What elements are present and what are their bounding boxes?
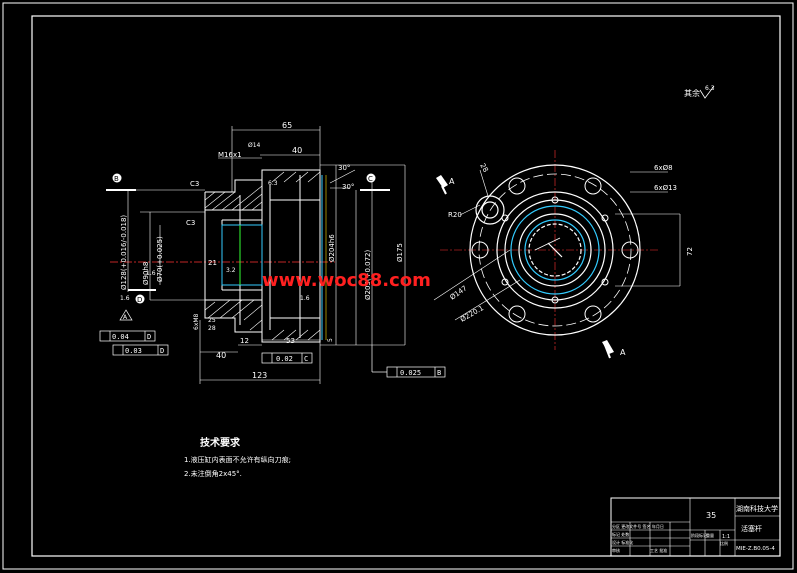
- dim-dia220: Ø220.1: [459, 304, 485, 324]
- dim-dia70: Ø70(+0.025): [156, 236, 164, 282]
- datum-a: A: [123, 314, 128, 321]
- tech-title: 技术要求: [200, 436, 241, 449]
- tol2-ref: D: [160, 347, 164, 355]
- dim-3-2: 3.2: [226, 267, 236, 274]
- dim-6xdia13: 6xØ13: [654, 184, 677, 192]
- section-dimensions: 65 40 M16x1 Ø14 123 40 12 53 30° 30° C3 …: [120, 121, 404, 380]
- tb-ratio: 比例: [720, 540, 728, 546]
- dim-dia205: Ø205(+0.072): [364, 249, 372, 300]
- material: 35: [706, 511, 716, 520]
- inner-border: [31, 15, 781, 557]
- dim-6-3: 6.3: [268, 180, 278, 187]
- tol1-value: 0.04: [112, 333, 129, 341]
- dim-6xdia8: 6xØ8: [654, 164, 673, 172]
- dim-dia90: Ø90h8: [142, 262, 150, 285]
- dim-12: 12: [240, 337, 249, 345]
- section-view: [110, 169, 335, 343]
- tb-row-1: 分区 更改文件号 签名 年月日: [612, 523, 664, 529]
- side-view-dimension-lines: [433, 169, 681, 321]
- dim-40b: 40: [216, 351, 226, 360]
- tol2-value: 0.03: [125, 347, 142, 355]
- section-arrows: A A: [436, 175, 626, 359]
- tol4-value: 0.025: [400, 369, 421, 377]
- tb-row-3: 设计 标准化: [612, 539, 633, 545]
- tol1-ref: D: [147, 333, 151, 341]
- datum-c: C: [368, 175, 373, 183]
- dim-1-6b: 1.6: [300, 295, 310, 302]
- dim-30a: 30°: [338, 164, 350, 172]
- technical-requirements: 技术要求 1.液压缸内表面不允许有纵向刀痕; 2.未注倒角2x45°.: [184, 436, 291, 478]
- dim-28: 28: [208, 325, 216, 332]
- roughness-note: 其余 6.3: [684, 85, 715, 99]
- dim-40: 40: [292, 146, 302, 155]
- datum-markers: B C D A: [106, 173, 390, 321]
- drawing-number: MIE-Z.B0.05-4: [736, 546, 775, 552]
- dim-6xm8: 6xM8: [193, 313, 200, 330]
- tolerance-values: 0.04 D 0.03 D 0.02 C 0.025 B: [112, 333, 441, 377]
- tech-line-1: 1.液压缸内表面不允许有纵向刀痕;: [184, 455, 291, 464]
- tol3-ref: C: [304, 355, 308, 363]
- dim-r20: R20: [448, 211, 462, 219]
- side-view: [440, 150, 660, 350]
- arrow-a-bottom: A: [620, 348, 626, 357]
- section-hatching: [204, 171, 321, 341]
- dim-25: 25: [208, 317, 216, 324]
- dim-5: 5: [327, 338, 334, 342]
- tb-row-2: 标记 处数: [612, 531, 629, 537]
- tb-row-5: 工艺 批准: [650, 547, 667, 553]
- tolerance-frames: [99, 330, 446, 378]
- dim-21: 21: [208, 259, 217, 267]
- tech-line-2: 2.未注倒角2x45°.: [184, 469, 242, 478]
- scale: 1:1: [722, 534, 730, 540]
- section-dimension-lines: [127, 126, 406, 384]
- dim-c3b: C3: [186, 219, 195, 227]
- title-block-text: 35 湖南科技大学 活塞杆 MIE-Z.B0.05-4 1:1 分区 更改文件号…: [612, 504, 778, 553]
- dim-dia204: Ø204h6: [328, 234, 336, 262]
- arrow-a-top: A: [449, 177, 455, 186]
- dim-72: 72: [686, 247, 694, 256]
- tb-weight: 重量: [706, 532, 714, 538]
- roughness-value: 6.3: [705, 85, 715, 92]
- dim-1-6: 1.6: [146, 270, 156, 277]
- section-inner-features: [221, 175, 327, 340]
- tb-stage: 阶段标记: [691, 532, 707, 538]
- dim-30b: 30°: [342, 183, 354, 191]
- title-block: [610, 497, 781, 557]
- watermark: www.woc88.com: [262, 270, 431, 291]
- dim-c3a: C3: [190, 180, 199, 188]
- dim-65: 65: [282, 121, 292, 130]
- dim-dia175: Ø175: [396, 243, 404, 262]
- dim-m16: M16x1: [218, 151, 242, 159]
- tol3-value: 0.02: [276, 355, 293, 363]
- roughness-label: 其余: [684, 88, 700, 98]
- dim-dia128: Ø128(+0.016/-0.018): [120, 215, 128, 290]
- datum-b: B: [114, 175, 119, 183]
- datum-d: D: [137, 296, 142, 304]
- school-name: 湖南科技大学: [736, 504, 778, 513]
- dim-53: 53: [286, 337, 295, 345]
- side-view-bolt-holes: [471, 177, 639, 323]
- dim-dia147: Ø147: [449, 284, 469, 301]
- dim-28-side: 28: [478, 162, 489, 174]
- dim-1-6c: 1.6: [120, 295, 130, 302]
- tol4-ref: B: [437, 369, 441, 377]
- part-name: 活塞杆: [741, 524, 762, 533]
- dim-dia14: Ø14: [248, 142, 261, 149]
- tb-row-4: 审核: [612, 547, 620, 553]
- dim-123: 123: [252, 371, 267, 380]
